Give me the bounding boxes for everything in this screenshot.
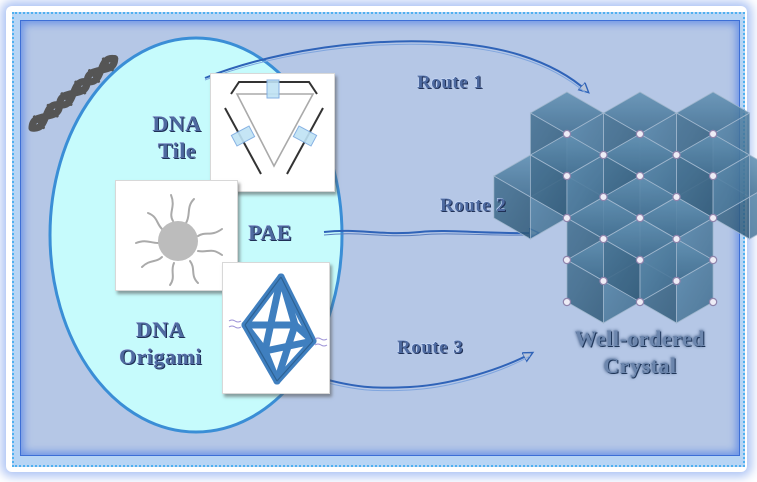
- pae-card: [115, 180, 238, 291]
- crystal-lattice-node: [708, 129, 718, 139]
- crystal-lattice-node: [599, 234, 608, 244]
- dna-origami-card: [222, 262, 330, 394]
- crystal-label-line1: Well-ordered: [574, 326, 706, 351]
- crystal-lattice-node: [708, 297, 718, 307]
- dna-double-helix-icon: [28, 55, 119, 132]
- crystal-label: Well-ordered Crystal: [545, 325, 735, 379]
- crystal-lattice-node: [562, 213, 572, 223]
- route-1-label: Route 1: [417, 72, 484, 93]
- crystal-cube: [675, 133, 751, 219]
- route-1-arrow: [204, 40, 588, 92]
- dna-tile-triangle-icon: [224, 79, 324, 175]
- crystal-lattice-node: [635, 255, 645, 265]
- crystal-lattice-node: [562, 255, 572, 265]
- dna-tile-label: DNA Tile: [142, 110, 212, 164]
- programmable-atom-equivalent-icon: [135, 194, 223, 286]
- dna-tile-label-line1: DNA: [152, 111, 202, 136]
- pae-label: PAE: [248, 220, 292, 245]
- crystal-lattice-node: [562, 171, 572, 181]
- crystal-lattice-node: [672, 192, 681, 202]
- crystal-lattice-node: [672, 150, 681, 160]
- crystal-lattice-node: [599, 150, 608, 160]
- crystal-lattice-node: [708, 213, 718, 223]
- crystal-lattice-node: [599, 192, 608, 202]
- crystal-lattice-node: [562, 297, 572, 307]
- dna-origami-label: DNA Origami: [98, 316, 223, 370]
- crystal-lattice-node: [599, 276, 608, 286]
- crystal-lattice-node: [708, 171, 718, 181]
- crystal-lattice-node: [635, 129, 645, 139]
- crystal-lattice-node: [635, 171, 645, 181]
- dna-origami-octahedron-icon: [228, 273, 328, 385]
- dna-tile-label-line2: Tile: [157, 138, 197, 163]
- cubic-crystal-lattice-icon: [493, 91, 757, 324]
- crystal-label-line2: Crystal: [603, 353, 677, 378]
- route-2-arrow: [323, 231, 538, 233]
- crystal-lattice-node: [635, 213, 645, 223]
- crystal-lattice-node: [635, 297, 645, 307]
- crystal-lattice-node: [672, 234, 681, 244]
- crystal-cube: [602, 217, 678, 303]
- dna-tile-card: [210, 73, 335, 192]
- dna-origami-label-line1: DNA: [135, 317, 186, 342]
- route-2-label: Route 2: [440, 195, 507, 216]
- route-3-label: Route 3: [397, 337, 464, 358]
- route-3-arrow: [309, 353, 532, 389]
- crystal-lattice-node: [708, 255, 718, 265]
- dna-origami-label-line2: Origami: [119, 344, 202, 369]
- crystal-lattice-node: [562, 129, 572, 139]
- crystal-lattice-node: [672, 276, 681, 286]
